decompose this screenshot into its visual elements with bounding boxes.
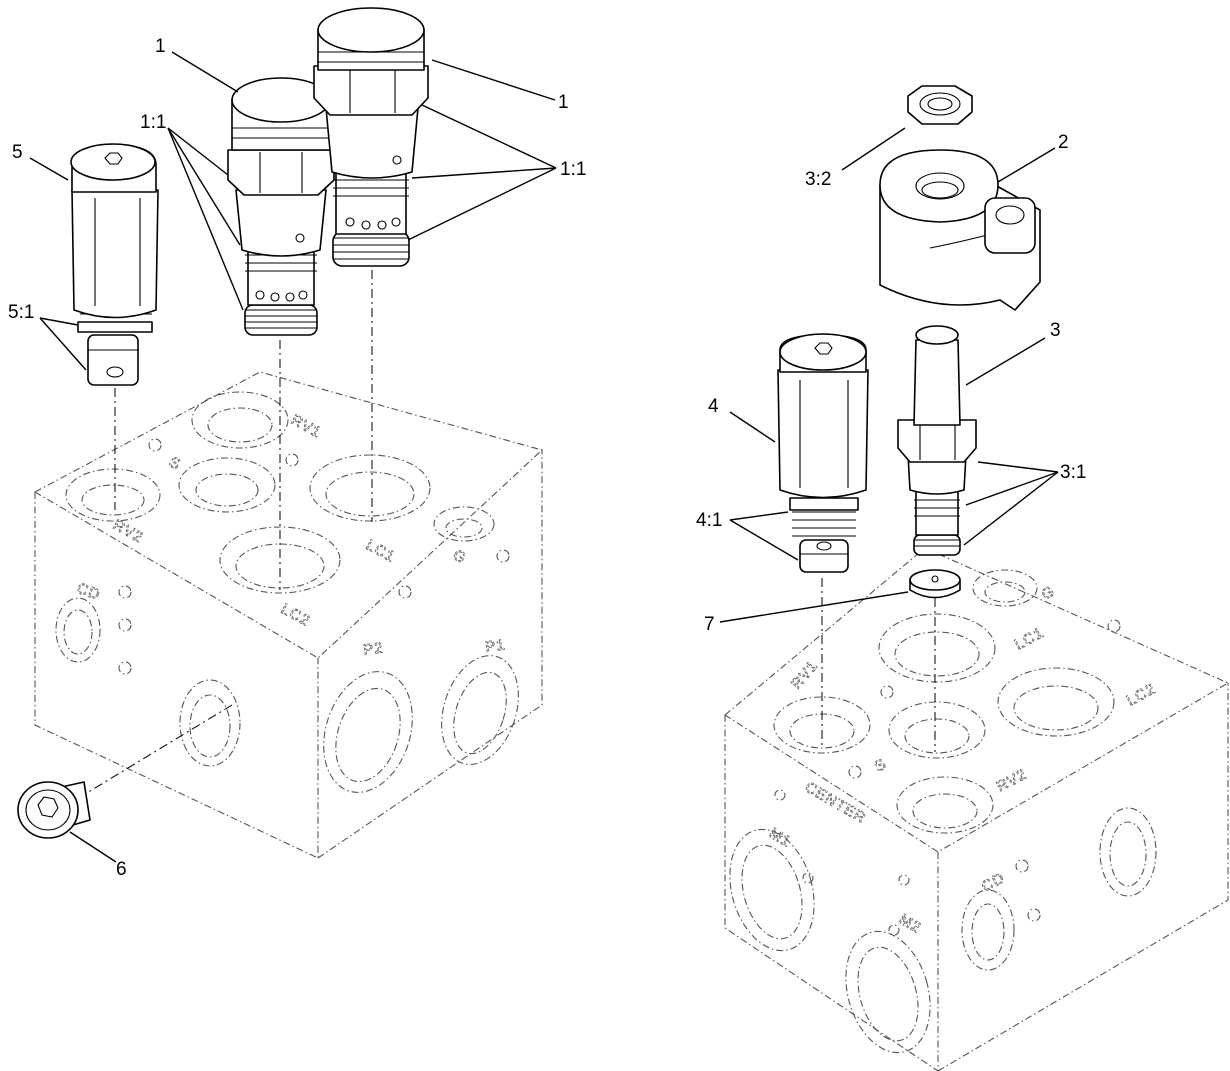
hex-nut-3-2 <box>907 85 973 125</box>
solenoid-valve-3 <box>897 325 977 556</box>
port-label-g: G <box>450 547 469 568</box>
right-side-ports <box>961 807 1157 971</box>
callout-1-left: 1 <box>155 36 166 57</box>
port-label-s-right: S <box>872 755 890 775</box>
right-centerlines <box>821 578 936 752</box>
left-manifold-block: RV1 RV2 S LC1 LC2 G CD P2 P1 <box>33 371 544 859</box>
port-label-rv1: RV1 <box>288 412 324 442</box>
port-label-p2: P2 <box>362 639 385 659</box>
callout-1-1-left: 1:1 <box>140 112 166 133</box>
callout-6: 6 <box>116 859 127 880</box>
right-manifold-block: RV1 RV2 S LC1 LC2 G CD CENTER M1 M2 <box>724 547 1230 1071</box>
callout-3: 3 <box>1050 320 1061 341</box>
port-label-lc2: LC2 <box>278 601 313 630</box>
port-label-rv2: RV2 <box>110 517 146 547</box>
port-label-cd-right: CD <box>979 869 1008 895</box>
callout-2: 2 <box>1058 132 1069 153</box>
plug-6 <box>17 781 91 839</box>
port-label-rv1-right: RV1 <box>788 657 822 692</box>
relief-valve-right <box>777 333 869 573</box>
callout-4-1: 4:1 <box>696 510 722 531</box>
left-front-ports <box>55 585 241 767</box>
callout-1-1-right: 1:1 <box>560 159 586 180</box>
left-centerlines <box>61 270 373 809</box>
callout-5: 5 <box>12 142 23 163</box>
port-label-g-right: G <box>1039 583 1058 604</box>
right-top-ports <box>773 569 1121 834</box>
callout-labels: 1 1 1:1 1:1 5 5:1 6 2 3:2 3 3:1 4 4:1 7 <box>8 36 1086 880</box>
relief-valve-left <box>70 143 159 386</box>
port-label-m2: M2 <box>896 911 924 937</box>
callout-7: 7 <box>704 614 715 635</box>
orifice-disc-7 <box>909 569 961 599</box>
port-label-rv2-right: RV2 <box>994 766 1030 796</box>
left-side-ports <box>323 655 519 793</box>
callout-1-right: 1 <box>558 92 569 113</box>
port-label-s: S <box>166 454 184 474</box>
callout-4: 4 <box>708 396 719 417</box>
port-label-lc1-right: LC1 <box>1012 624 1047 653</box>
port-label-p1: P1 <box>484 636 507 656</box>
port-label-cd: CD <box>75 580 103 604</box>
solenoid-coil-2 <box>879 149 1041 311</box>
port-label-lc2-right: LC2 <box>1124 680 1159 709</box>
callout-5-1: 5:1 <box>8 302 34 323</box>
right-front-ports <box>729 789 931 1054</box>
callout-3-2: 3:2 <box>805 169 831 190</box>
left-top-ports <box>65 391 510 599</box>
cartridge-valve-left <box>227 77 335 336</box>
callout-leaders <box>29 51 1059 863</box>
callout-3-1: 3:1 <box>1060 462 1086 483</box>
cartridge-valve-right <box>313 7 429 267</box>
port-label-lc1: LC1 <box>363 537 398 566</box>
